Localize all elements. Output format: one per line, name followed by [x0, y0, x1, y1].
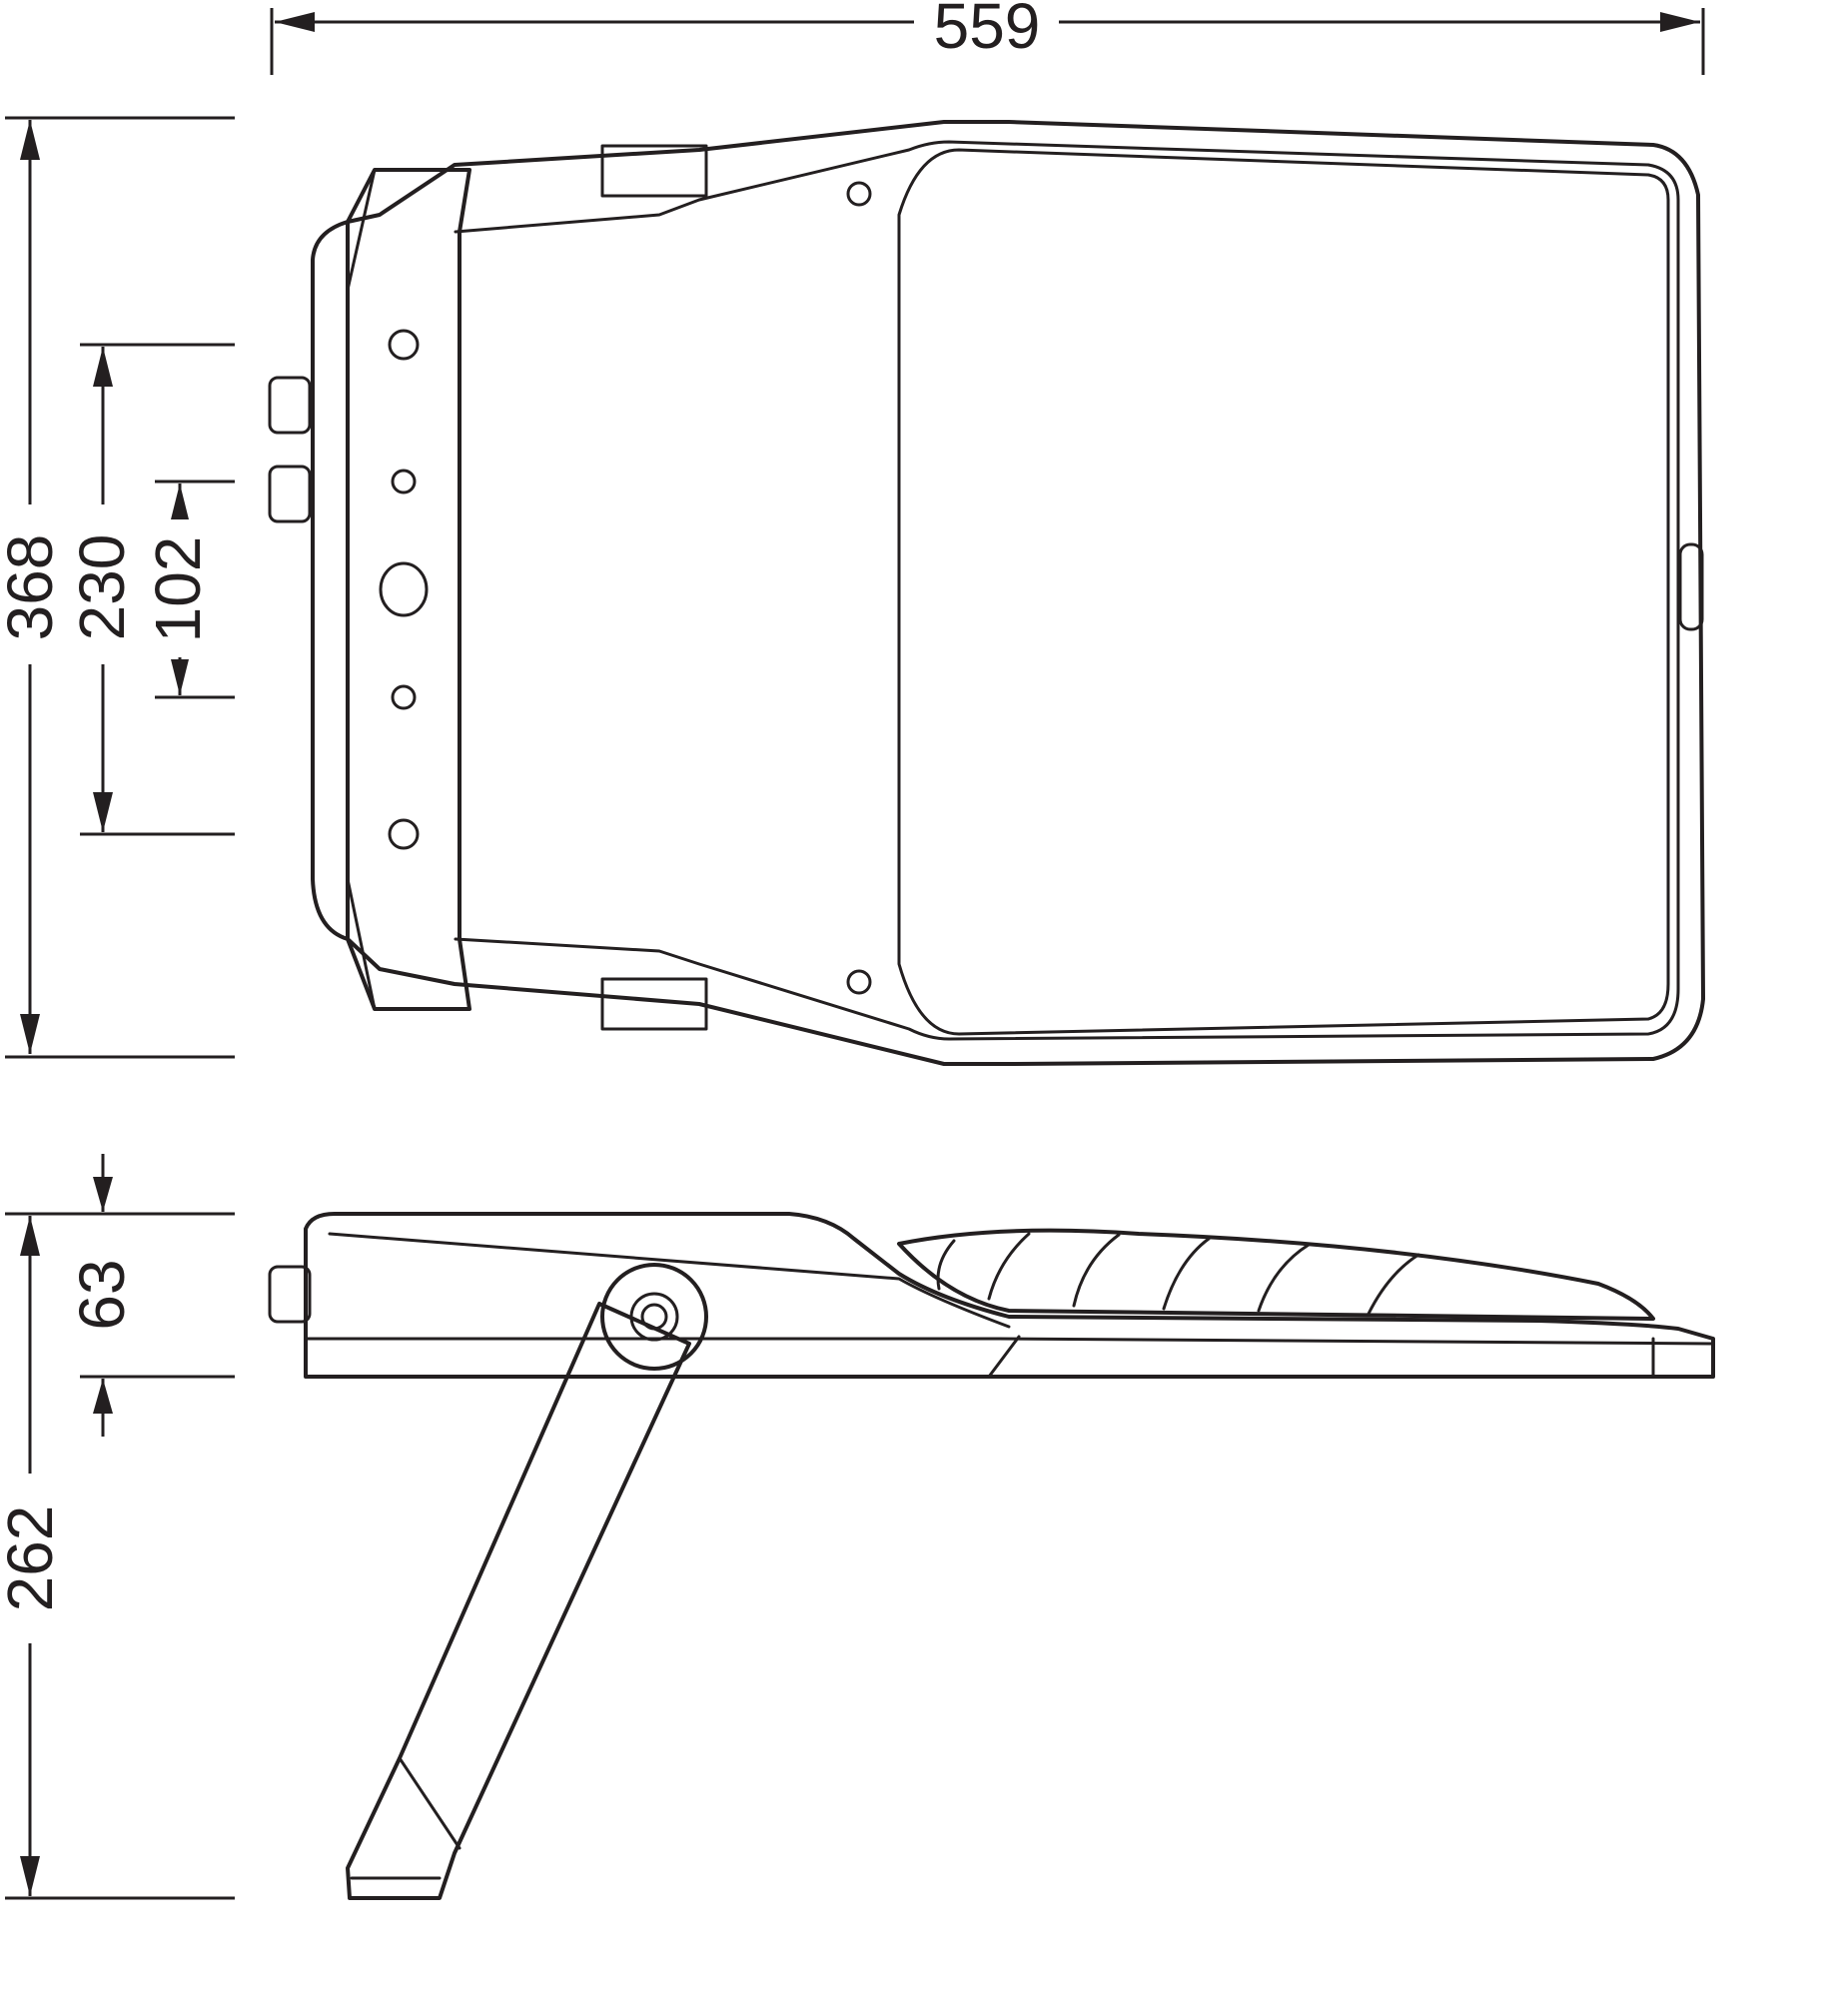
cable-entry-oval: [379, 561, 429, 617]
top-view-outer-outline: [311, 120, 1705, 1066]
dimension-label-559: 559: [934, 0, 1041, 62]
heat-sink-fin-2: [987, 1232, 1031, 1301]
dimension-label-102: 102: [142, 536, 214, 643]
dimension-63: 63: [66, 1154, 235, 1437]
top-view-end-cap: [346, 168, 471, 1011]
top-view-end-cap-inner: [346, 168, 377, 1011]
bracket-tab-top: [600, 144, 708, 198]
pivot-outer: [600, 1263, 708, 1371]
pivot-middle: [629, 1292, 679, 1342]
dimension-368: 368: [0, 116, 235, 1059]
side-view: [268, 1212, 1715, 1900]
cable-gland-upper: [268, 376, 312, 435]
mounting-hole-2: [391, 469, 417, 495]
bracket-tab-bottom: [600, 977, 708, 1031]
pivot-inner: [640, 1303, 668, 1331]
side-view-bracket-arm: [346, 1302, 691, 1900]
side-view-housing-line: [328, 1232, 1011, 1329]
dimension-262: 262: [0, 1212, 235, 1900]
heat-sink-fin-1: [936, 1239, 956, 1291]
lens-screw-top: [846, 181, 872, 207]
dimension-label-262: 262: [0, 1505, 66, 1612]
lens-screw-bottom: [846, 969, 872, 995]
side-clip: [1678, 542, 1704, 631]
top-view: [268, 120, 1705, 1066]
mounting-hole-4: [388, 818, 420, 850]
dimension-label-368: 368: [0, 534, 66, 641]
side-view-base-line: [304, 1337, 1715, 1346]
side-view-lower-chamfer: [987, 1335, 1021, 1379]
cable-gland-lower: [268, 465, 312, 523]
side-view-cable-gland: [268, 1265, 312, 1324]
side-view-bracket-detail: [398, 1756, 462, 1850]
dimension-559: 559: [270, 0, 1705, 75]
side-view-heat-sink: [897, 1228, 1655, 1321]
heat-sink-fin-5: [1257, 1243, 1311, 1313]
side-view-housing: [304, 1212, 1715, 1379]
heat-sink-fin-3: [1072, 1233, 1121, 1308]
heat-sink-fin-4: [1162, 1237, 1211, 1311]
mounting-hole-3: [391, 684, 417, 710]
mounting-hole-1: [388, 329, 420, 361]
dimension-230: 230: [66, 343, 235, 836]
dimension-102: 102: [142, 480, 235, 699]
dimension-label-230: 230: [66, 534, 138, 641]
heat-sink-fin-6: [1367, 1253, 1420, 1316]
top-view-lens-panel: [897, 148, 1670, 1036]
dimension-label-63: 63: [66, 1259, 138, 1330]
top-view-inner-outline: [454, 140, 1680, 1041]
